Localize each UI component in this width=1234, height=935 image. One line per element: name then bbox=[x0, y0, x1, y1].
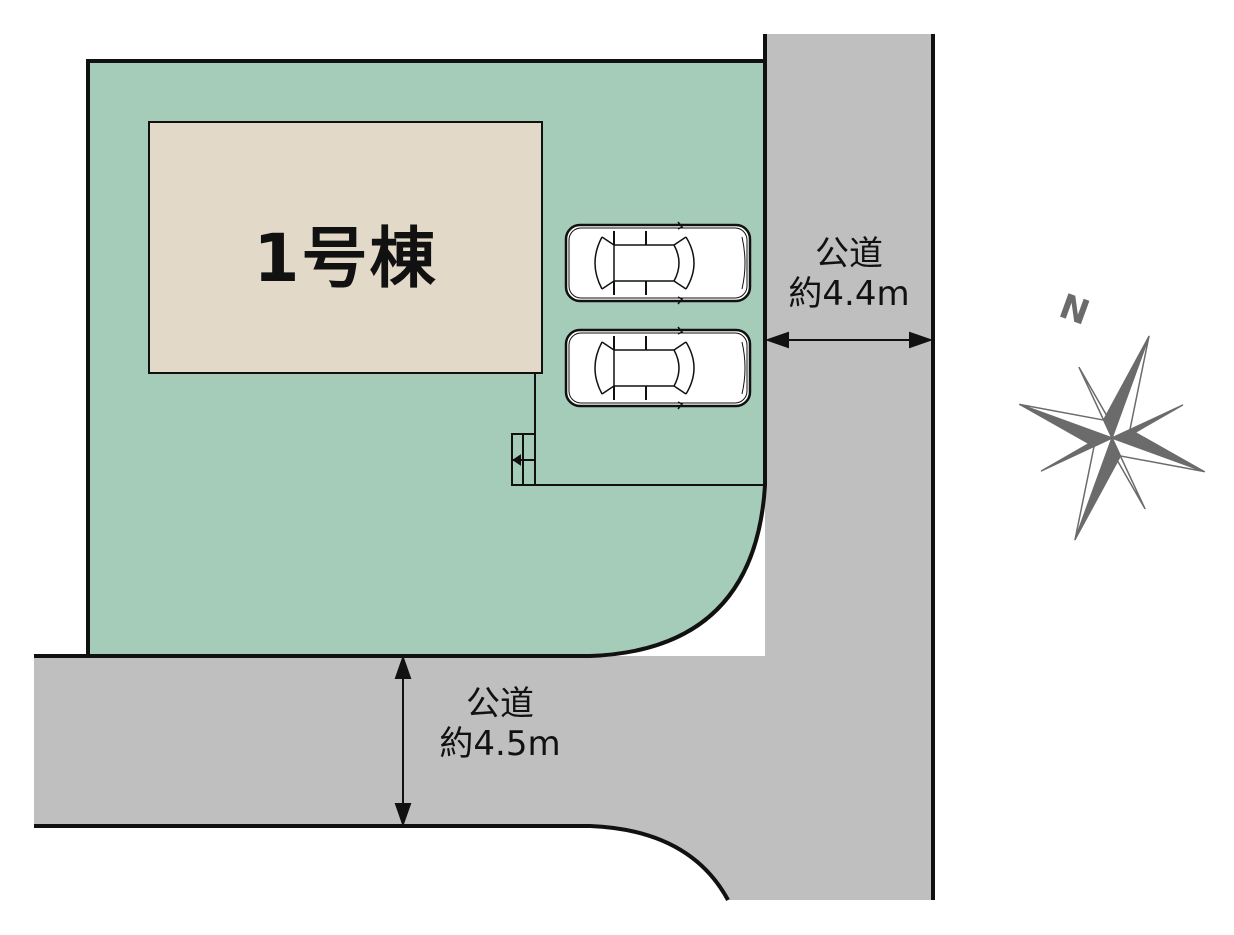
east-road-label: 公道 約4.4m bbox=[765, 234, 933, 314]
car-icon bbox=[564, 325, 752, 411]
east-road-dimension bbox=[764, 331, 934, 349]
gate-icon bbox=[511, 433, 536, 486]
building-label: 1号棟 bbox=[253, 220, 438, 297]
road-area bbox=[34, 34, 935, 901]
building-1 bbox=[148, 121, 543, 374]
south-road-dimension bbox=[394, 654, 412, 828]
south-road-label: 公道 約4.5m bbox=[410, 684, 590, 764]
east-road-width: 約4.4m bbox=[788, 274, 910, 314]
south-road-width: 約4.5m bbox=[439, 724, 561, 764]
east-road-name: 公道 bbox=[815, 234, 883, 274]
south-road-name: 公道 bbox=[466, 684, 534, 724]
compass-icon bbox=[1019, 335, 1205, 541]
car-icon bbox=[564, 220, 752, 306]
